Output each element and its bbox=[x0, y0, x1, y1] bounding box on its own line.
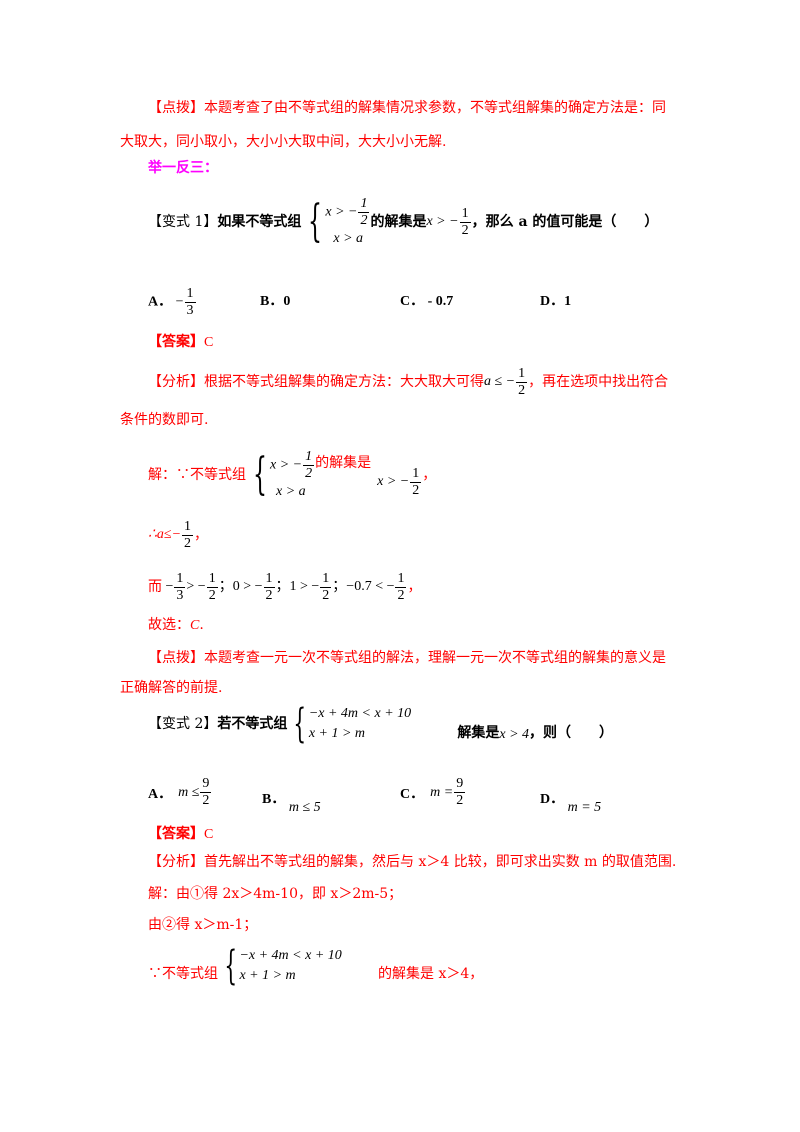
hint1-text: 本题考查了由不等式组的解集情况求参数，不等式组解集的确定方法是：同 bbox=[204, 100, 666, 116]
hint1-line2: 大取大，同小取小，大小小大取中间，大大小小无解. bbox=[120, 134, 447, 150]
variant1-hint-line2: 正确解答的前提. bbox=[120, 680, 223, 696]
variant2-question: 【变式 2】 若不等式组 { −x + 4m < x + 10 x + 1 > … bbox=[148, 701, 614, 747]
variant2-solution-step3: ∵不等式组 { −x + 4m < x + 10 x + 1 > m 的解集是 … bbox=[148, 943, 484, 989]
variant2-option-d[interactable]: D． m = 5 bbox=[540, 792, 602, 815]
variant2-option-b[interactable]: B． m ≤ 5 bbox=[262, 792, 321, 815]
variant1-option-d[interactable]: D．1 bbox=[540, 294, 572, 309]
variant1-hint-line1: 【点拨】本题考查一元一次不等式组的解法，理解一元一次不等式组的解集的意义是 bbox=[148, 650, 666, 666]
variant1-prefix: 如果不等式组 bbox=[217, 214, 302, 230]
variant2-answer: 【答案】C bbox=[148, 826, 214, 842]
variant1-answer: 【答案】C bbox=[148, 334, 214, 350]
variant1-tag: 【变式 1】 bbox=[148, 214, 218, 230]
brace-icon: { bbox=[308, 196, 323, 247]
brace-icon: { bbox=[253, 449, 267, 500]
brace-icon: { bbox=[224, 943, 238, 989]
variant2-analysis: 【分析】首先解出不等式组的解集，然后与 x＞4 比较，即可求出实数 m 的取值范… bbox=[148, 854, 677, 870]
hint1-tag: 【点拨】 bbox=[148, 100, 204, 116]
variant1-analysis-line2: 条件的数即可. bbox=[120, 412, 209, 428]
variant1-solution-step4: 故选：C. bbox=[148, 617, 204, 633]
variant2-solution-step2: 由②得 x＞m-1； bbox=[148, 917, 258, 933]
variant1-option-c[interactable]: C． - 0.7 bbox=[400, 294, 454, 309]
variant2-solution-step1: 解：由①得 2x＞4m-10，即 x＞2m-5； bbox=[148, 886, 403, 902]
variant1-middle: 的解集是 bbox=[370, 214, 427, 230]
variant1-suffix: ，那么 a 的值可能是（ ） bbox=[471, 214, 659, 230]
variant1-solution: x > − bbox=[426, 214, 459, 229]
brace-icon: { bbox=[293, 701, 307, 747]
hint1-line1: 【点拨】本题考查了由不等式组的解集情况求参数，不等式组解集的确定方法是：同 bbox=[148, 98, 666, 118]
variant1-option-b[interactable]: B．0 bbox=[260, 294, 291, 309]
section-title: 举一反三： bbox=[148, 160, 218, 176]
